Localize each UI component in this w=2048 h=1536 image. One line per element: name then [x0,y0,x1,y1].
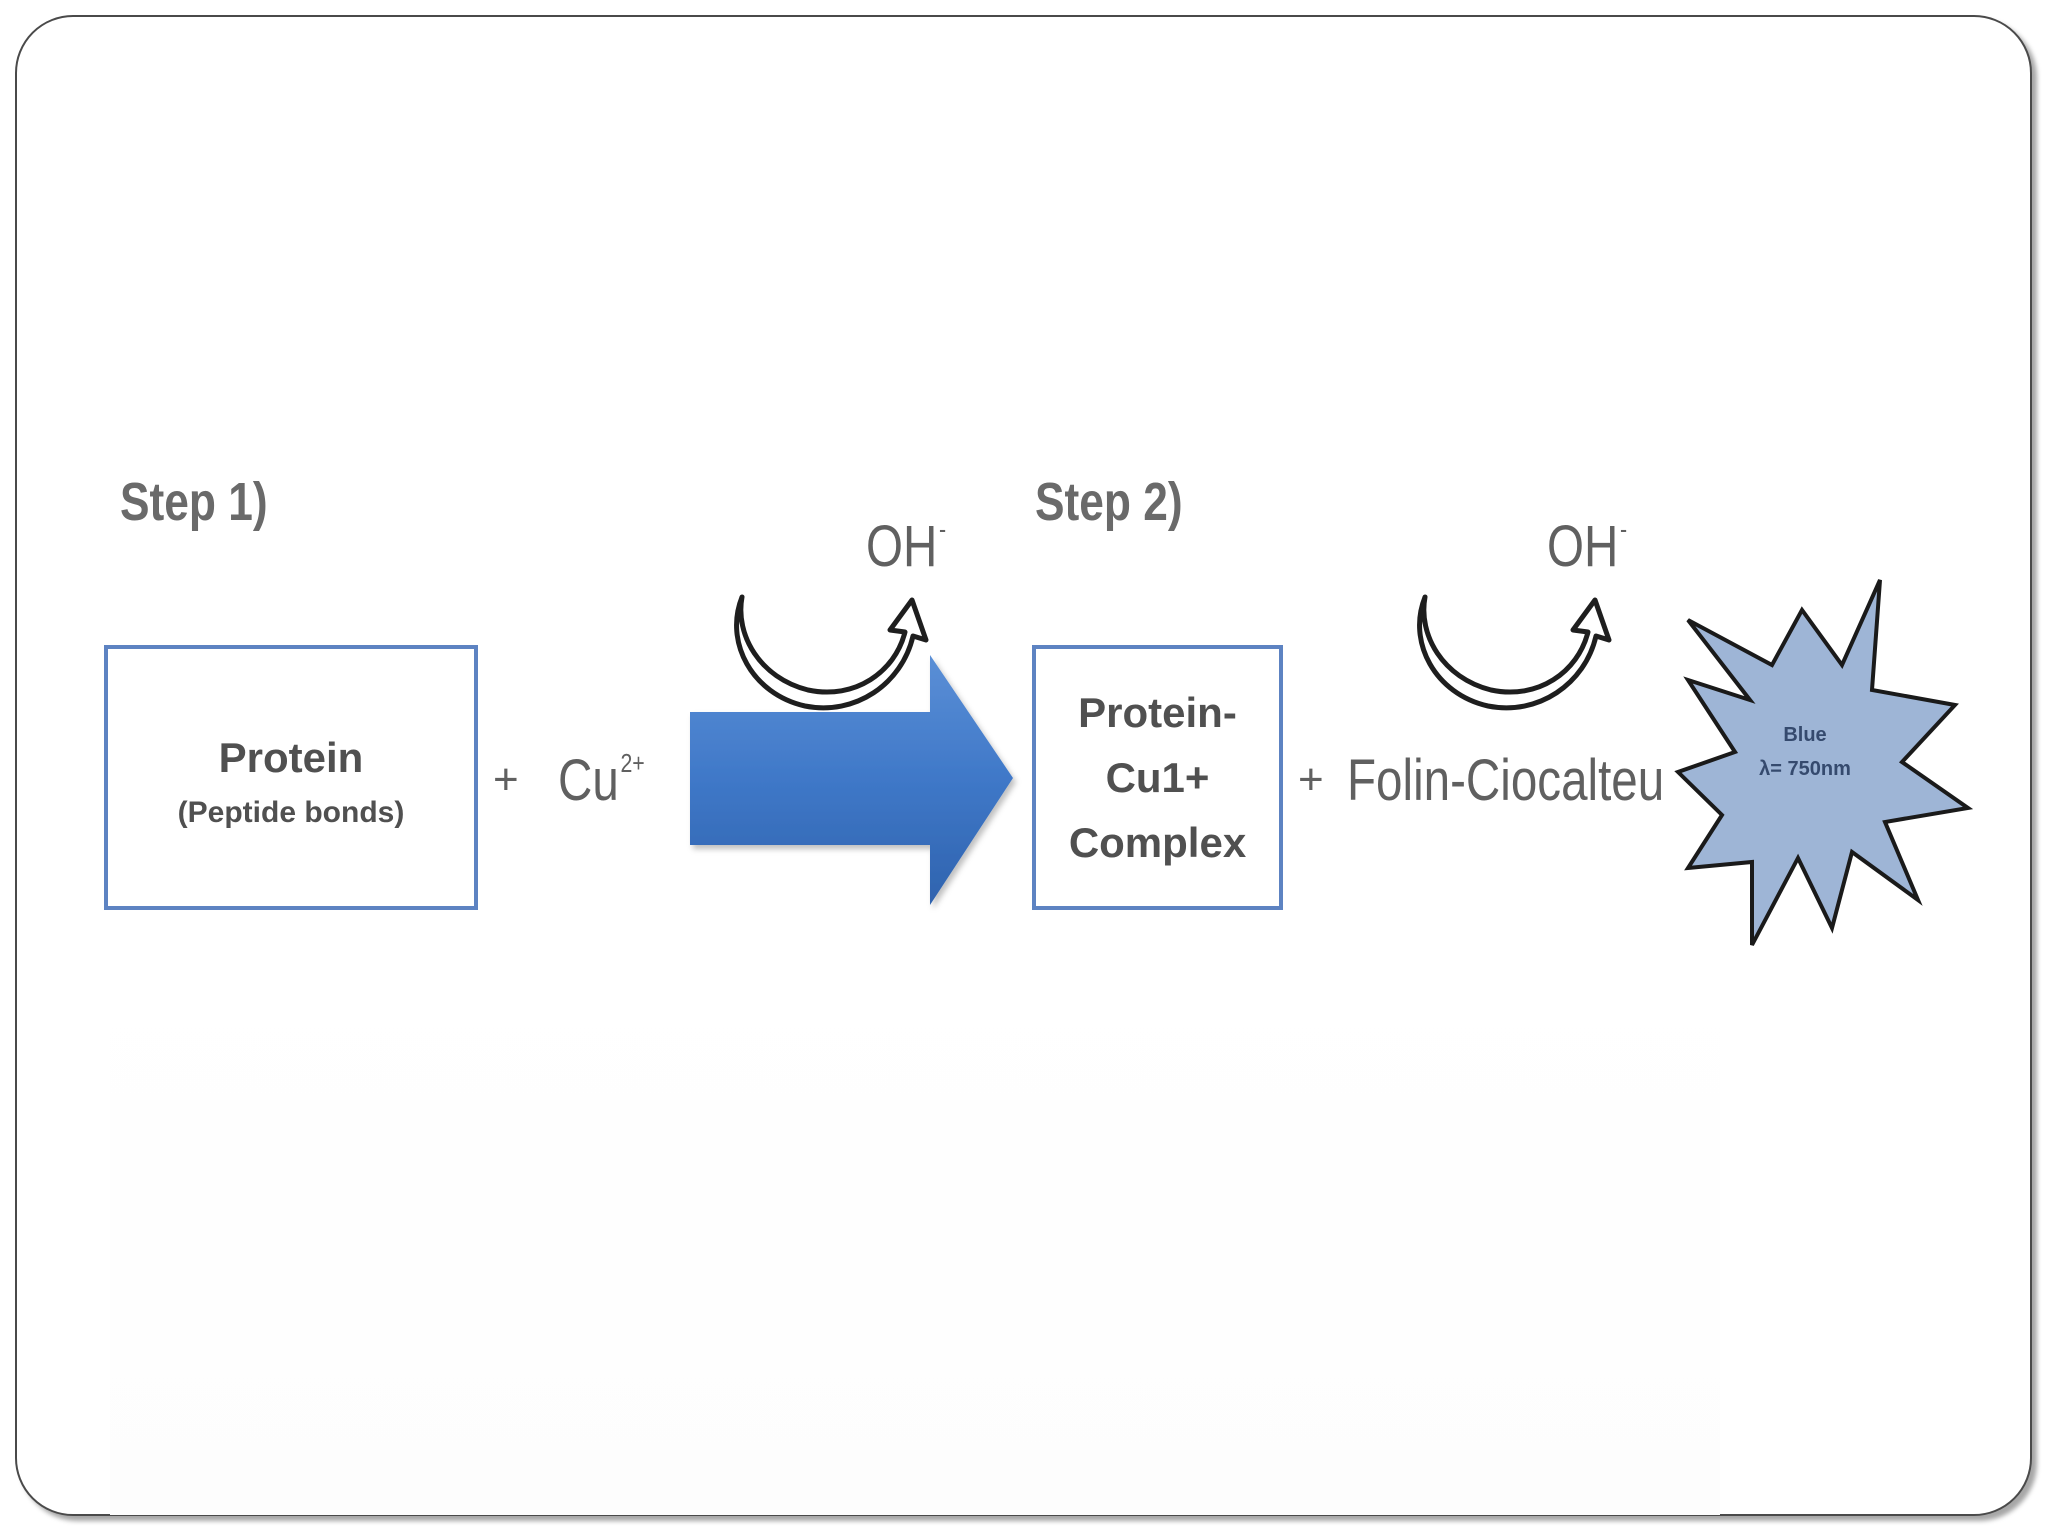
protein-box-title: Protein [218,733,364,781]
step-2-label: Step 2) [1035,472,1183,532]
complex-box-line-1: Protein-Cu1+ [1078,688,1237,801]
hydroxide-symbol-2: OH [1547,514,1619,579]
hydroxide-catalyst-1: OH- [866,516,946,576]
copper-charge: 2+ [620,748,645,778]
diagram-background [110,955,1720,1515]
curved-arrow-icon [734,594,929,711]
plus-sign-2: + [1298,755,1324,804]
hydroxide-catalyst-2: OH- [1547,516,1627,576]
hydroxide-charge-1: - [938,514,947,544]
complex-box-line-2: Complex [1068,819,1247,867]
hydroxide-charge-2: - [1619,514,1628,544]
protein-box: Protein (Peptide bonds) [104,645,478,910]
step-1-label: Step 1) [120,472,268,532]
plus-sign-1: + [493,755,519,804]
copper-ion-reagent: Cu2+ [558,750,645,810]
copper-symbol: Cu [558,748,619,813]
hydroxide-symbol-1: OH [866,514,938,579]
curved-arrow-icon [1417,594,1612,711]
protein-copper-complex-box: Protein-Cu1+ Complex [1032,645,1283,910]
starburst-icon [1674,579,1974,946]
protein-box-subtitle: (Peptide bonds) [177,796,405,830]
product-color-text: Blue [1783,724,1827,746]
folin-ciocalteu-reagent: Folin-Ciocalteu [1347,748,1665,813]
product-wavelength-text: λ= 750nm [1759,758,1851,780]
block-arrow-right-icon [690,655,1013,905]
product-label: Blue λ= 750nm [1735,718,1875,786]
